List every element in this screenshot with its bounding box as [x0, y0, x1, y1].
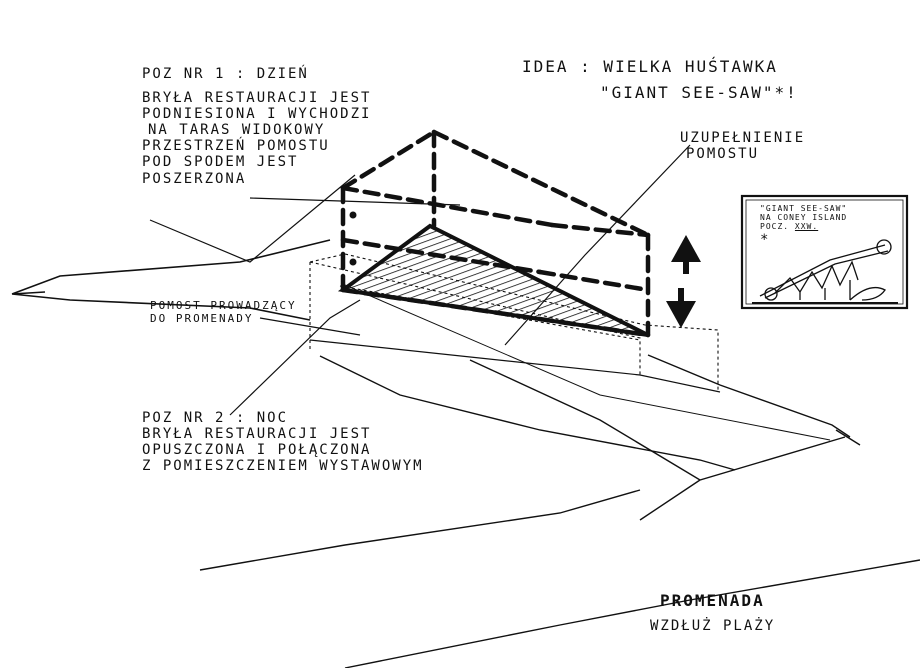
addition-note: UZUPEŁNIENIE POMOSTU [680, 130, 805, 162]
day-note-line: PODNIESIONA I WYCHODZI [142, 106, 372, 123]
idea-subheading: "GIANT SEE-SAW"*! [600, 83, 798, 102]
day-note: POZ NR 1 : DZIEŃ BRYŁA RESTAURACJI JEST … [142, 66, 371, 187]
leader-addition [504, 144, 691, 346]
night-note-line: BRYŁA RESTAURACJI JEST [142, 426, 372, 443]
idea-line-2: "GIANT SEE-SAW"*! [600, 83, 798, 102]
promenade-sublabel: WZDŁUŻ PLAŻY [650, 618, 775, 634]
promenade-diagonal [469, 359, 846, 521]
inset-line-3-prefix: POCZ. [760, 222, 790, 232]
pier-note: POMOST PROWADZĄCY DO PROMENADY [150, 299, 297, 325]
pier-note-line: DO PROMENADY [150, 311, 254, 325]
day-note-title: POZ NR 1 : DZIEŃ [142, 66, 309, 82]
inset-seesaw-drawing [752, 239, 898, 304]
promenade-right-line [344, 559, 920, 668]
exhibition-box-outline [309, 253, 719, 392]
hatched-deck [337, 223, 649, 337]
promenade-label: PROMENADA [660, 591, 765, 610]
day-note-line: POD SPODEM JEST [142, 154, 299, 171]
night-note-line: OPUSZCZONA I POŁĄCZONA [142, 442, 372, 459]
day-note-line: BRYŁA RESTAURACJI JEST [142, 90, 372, 107]
idea-line-1: IDEA : WIELKA HUŚTAWKA [522, 57, 778, 76]
inset-line-2: NA CONEY ISLAND [760, 213, 848, 223]
volume-dot-upper [349, 211, 357, 219]
down-arrow-icon [666, 288, 696, 328]
leader-night [229, 299, 361, 416]
inset-star: * [760, 231, 770, 248]
day-note-line: NA TARAS WIDOKOWY [148, 122, 326, 139]
night-note: POZ NR 2 : NOC BRYŁA RESTAURACJI JEST OP… [142, 410, 424, 474]
day-note-line: PRZESTRZEŃ POMOSTU [142, 138, 330, 155]
leader-light-ray [344, 284, 831, 441]
right-shore-line [647, 354, 861, 446]
leader-day [149, 174, 356, 263]
promenade-line-1: PROMENADA [660, 591, 765, 610]
promenade-left-line [199, 489, 641, 571]
addition-note-line: UZUPEŁNIENIE [680, 130, 806, 146]
leader-day-2 [249, 197, 461, 206]
night-note-title: POZ NR 2 : NOC [142, 410, 289, 426]
inset-line-3-century: XXW. [794, 222, 819, 232]
promenade-line-2: WZDŁUŻ PLAŻY [650, 618, 776, 634]
addition-note-line: POMOSTU [686, 146, 760, 163]
inset-line-1: "GIANT SEE-SAW" [760, 204, 848, 213]
idea-heading: IDEA : WIELKA HUŚTAWKA [522, 57, 778, 76]
lower-base-line [309, 339, 721, 393]
embankment-line [319, 355, 736, 471]
pier-note-line: POMOST PROWADZĄCY [150, 299, 297, 312]
up-arrow-icon [671, 235, 701, 274]
inset-caption: "GIANT SEE-SAW" NA CONEY ISLAND POCZ. XX… [760, 204, 847, 248]
pier-outline [11, 239, 331, 321]
leader-pier [259, 317, 361, 336]
night-note-line: Z POMIESZCZENIEM WYSTAWOWYM [142, 458, 424, 475]
volume-dot-lower [349, 258, 357, 266]
inset-frame [740, 194, 909, 310]
restaurant-volume [340, 129, 651, 338]
day-note-line: POSZERZONA [142, 170, 247, 187]
